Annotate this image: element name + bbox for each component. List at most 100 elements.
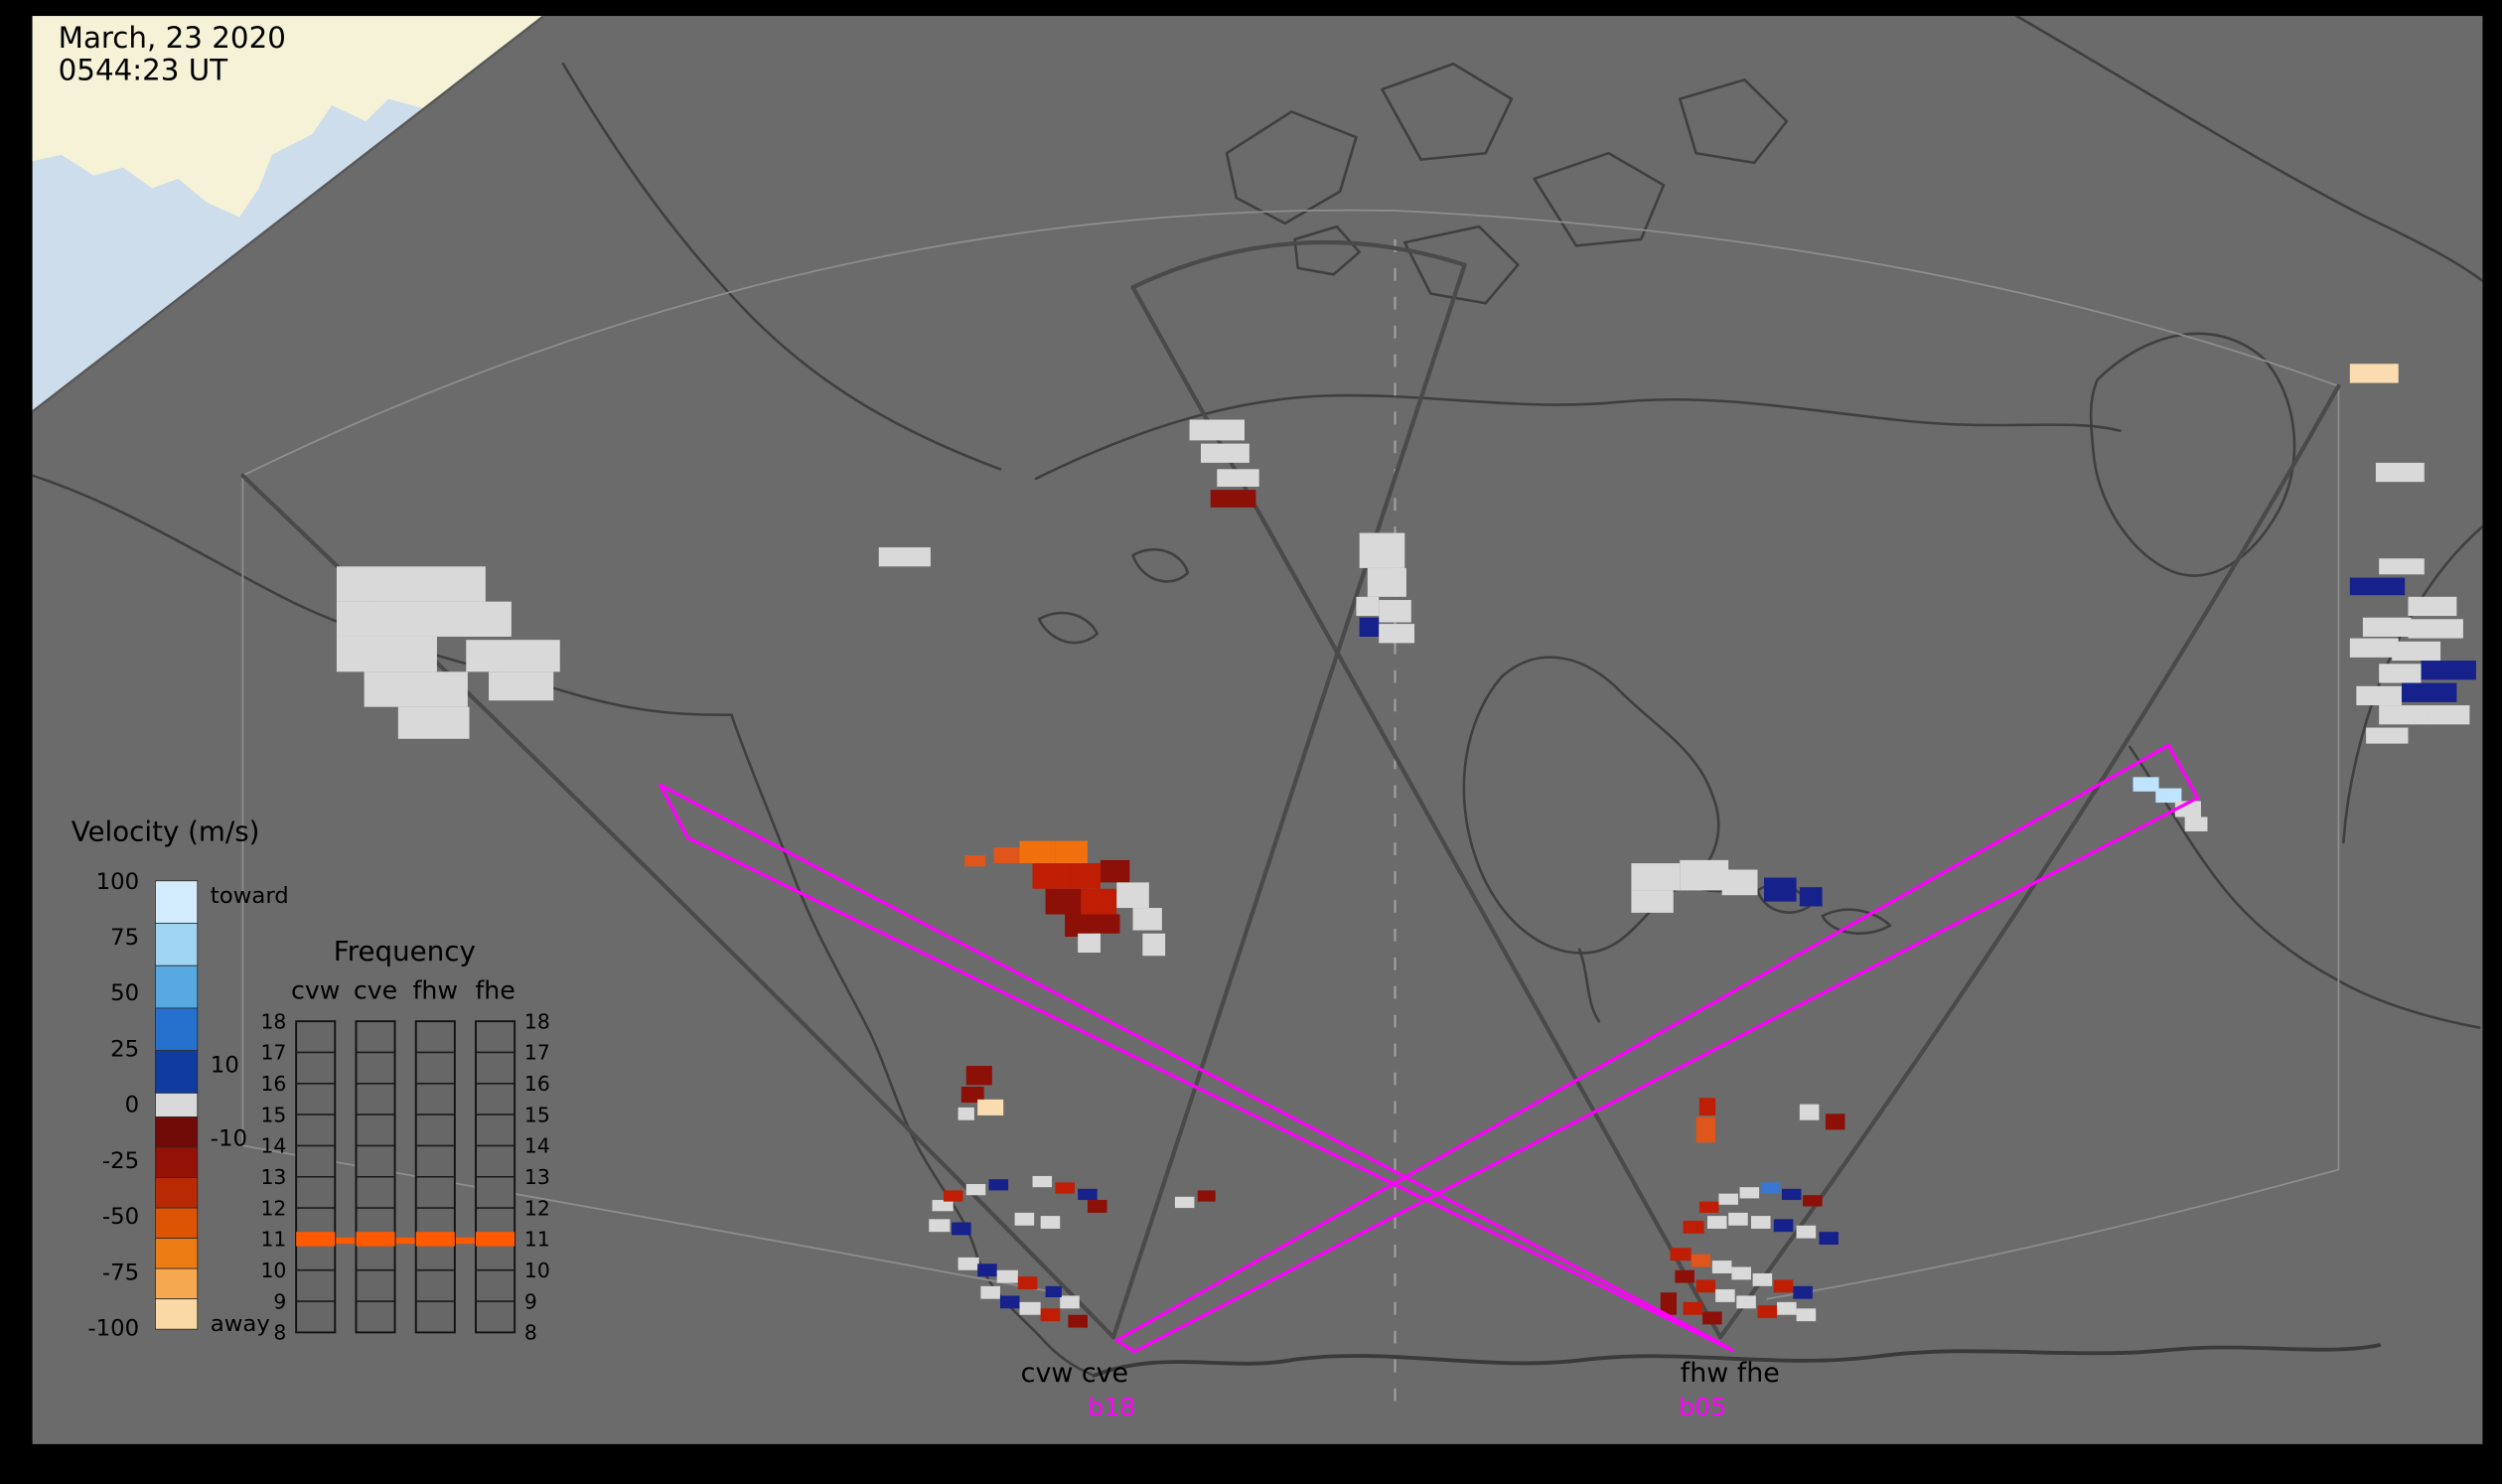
away-label: away	[211, 1311, 270, 1337]
frequency-column-header: cve	[354, 976, 397, 1005]
echo-cell	[1799, 1104, 1820, 1120]
echo-cell	[960, 1086, 984, 1104]
velocity-color-segment	[155, 880, 199, 924]
arctic-mainland-coast	[1034, 393, 2122, 481]
beam-label-b05: b05	[1679, 1393, 1726, 1421]
velocity-tick-label: -25	[102, 1148, 139, 1174]
echo-cell	[1695, 1279, 1716, 1293]
velocity-color-segment	[155, 1050, 199, 1094]
echo-cell	[1078, 933, 1101, 954]
velocity-color-segment	[155, 1238, 199, 1269]
echo-cell	[2379, 664, 2422, 683]
echo-cell	[1750, 1216, 1771, 1229]
echo-cell	[1078, 1188, 1098, 1201]
fov-fh-east-edge	[1717, 383, 2341, 1340]
projection-edge	[32, 16, 545, 413]
echo-cell	[1200, 443, 1250, 463]
echo-cell	[1781, 1188, 1802, 1201]
frequency-tick-label-right: 13	[524, 1165, 550, 1189]
echo-cell	[1217, 469, 1259, 487]
velocity-color-segment	[155, 1267, 199, 1300]
echo-cell	[2366, 727, 2409, 744]
james-bay	[1577, 948, 1601, 1023]
velocity-tick-label: 25	[110, 1037, 139, 1063]
echo-cell	[1796, 1225, 1817, 1239]
echo-cell	[1793, 1285, 1813, 1299]
frequency-column-header: cvw	[291, 976, 340, 1005]
velocity-color-bar	[155, 880, 199, 1330]
velocity-tick-label: 100	[96, 869, 140, 895]
echo-cell	[2421, 661, 2476, 680]
echo-cell	[489, 671, 554, 701]
frequency-highlight-cell	[296, 1232, 336, 1247]
frequency-tick-label-left: 15	[260, 1103, 286, 1126]
echo-cell	[1715, 1289, 1735, 1302]
echo-cell	[965, 1183, 986, 1196]
echo-cell	[2184, 816, 2208, 831]
fov-far-arc	[1130, 239, 1467, 290]
beam-label-b18: b18	[1088, 1393, 1135, 1421]
echo-cell	[1718, 1193, 1738, 1205]
arctic-island-6	[1293, 224, 1361, 276]
arctic-island-1	[1225, 110, 1358, 225]
frequency-columns	[295, 1020, 516, 1334]
echo-cell	[1739, 1187, 1760, 1199]
echo-cell	[1736, 1295, 1756, 1309]
echo-cell	[993, 847, 1020, 864]
station-label-cv: cvw cve	[1021, 1358, 1128, 1389]
echo-cell	[1197, 1190, 1216, 1202]
velocity-tick-label: 0	[125, 1093, 140, 1118]
toward-label: toward	[211, 883, 289, 909]
frequency-tick-label-right: 15	[524, 1103, 550, 1126]
echo-cell	[1055, 1182, 1075, 1194]
arctic-island-5	[1402, 224, 1520, 305]
echo-cell	[466, 640, 560, 672]
echo-cell	[999, 1295, 1020, 1309]
velocity-color-segment	[155, 1116, 199, 1148]
frequency-tick-label-right: 11	[524, 1228, 550, 1252]
fov-cv-east-edge	[1110, 262, 1467, 1340]
echo-cell	[1773, 1279, 1794, 1293]
echo-cell	[878, 547, 931, 567]
velocity-tick-label: 50	[110, 980, 139, 1006]
coastline-west	[730, 713, 1096, 1378]
echo-cell	[2349, 364, 2399, 383]
echo-cell	[2379, 558, 2425, 575]
echo-cell	[957, 1257, 979, 1270]
echo-cell	[1210, 490, 1256, 508]
echo-cell	[1379, 624, 1415, 644]
echo-cell	[1142, 933, 1166, 957]
echo-cell	[1189, 419, 1245, 441]
echo-cell	[1040, 1308, 1061, 1322]
frequency-tick-label-left: 16	[260, 1072, 286, 1096]
echo-cell	[943, 1190, 963, 1202]
echo-cell	[2379, 705, 2428, 725]
echo-cell	[1068, 1314, 1088, 1328]
echo-cell	[1728, 1212, 1748, 1226]
lake-west-1	[1037, 611, 1100, 645]
echo-cell	[1683, 1301, 1703, 1315]
frequency-tick-label-right: 14	[524, 1134, 550, 1158]
arctic-island-2	[1381, 62, 1514, 161]
frequency-tick-label-right: 17	[524, 1041, 550, 1065]
velocity-legend-title: Velocity (m/s)	[72, 816, 260, 848]
echo-cell	[1760, 1182, 1781, 1194]
echo-cell	[1757, 1305, 1778, 1318]
frequency-tick-label-left: 13	[260, 1165, 286, 1189]
timestamp-date: March, 23 2020	[59, 21, 286, 55]
echo-cell	[1367, 567, 1406, 597]
echo-cell	[2362, 617, 2412, 637]
frequency-tick-label-left: 14	[260, 1134, 286, 1158]
echo-cell	[2155, 788, 2182, 804]
echo-cell	[1691, 1254, 1711, 1267]
echo-cell	[1065, 914, 1095, 937]
echo-cell	[964, 855, 986, 867]
echo-cell	[952, 1222, 971, 1236]
velocity-color-segment	[155, 1093, 199, 1117]
frequency-tick-label-right: 8	[524, 1321, 537, 1345]
echo-cell	[2408, 596, 2457, 617]
